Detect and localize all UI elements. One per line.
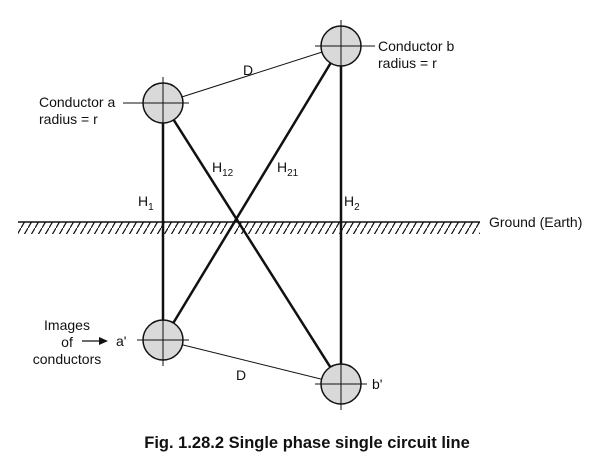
images-label-line1: Images [44,317,90,333]
images-label-line2: of [61,334,73,350]
ground [18,221,480,234]
images-label-line3: conductors [33,351,101,367]
h21-label: H21 [277,159,299,179]
d-top-label: D [243,62,253,78]
image-conductor-a [137,314,189,366]
a-prime-label: a' [116,333,126,349]
b-prime-label: b' [372,376,382,392]
conductor-b [315,20,367,72]
h21-line [161,45,343,341]
image-conductor-b [315,358,367,410]
h12-line [161,102,343,385]
conductor-b-label-line1: Conductor b [378,38,454,54]
h1-label: H1 [138,193,154,213]
images-arrow [82,337,108,345]
conductor-a-label-line1: Conductor a [39,94,115,110]
d-bottom-label: D [236,367,246,383]
conductor-a [137,77,189,129]
d-bottom-line [162,339,342,385]
h12-label: H12 [212,159,234,179]
h2-label: H2 [344,193,360,213]
conductor-b-label-line2: radius = r [378,55,437,71]
ground-label: Ground (Earth) [489,214,582,230]
figure-caption: Fig. 1.28.2 Single phase single circuit … [144,434,470,452]
conductor-a-label-line2: radius = r [39,111,98,127]
d-top-line [162,45,342,104]
